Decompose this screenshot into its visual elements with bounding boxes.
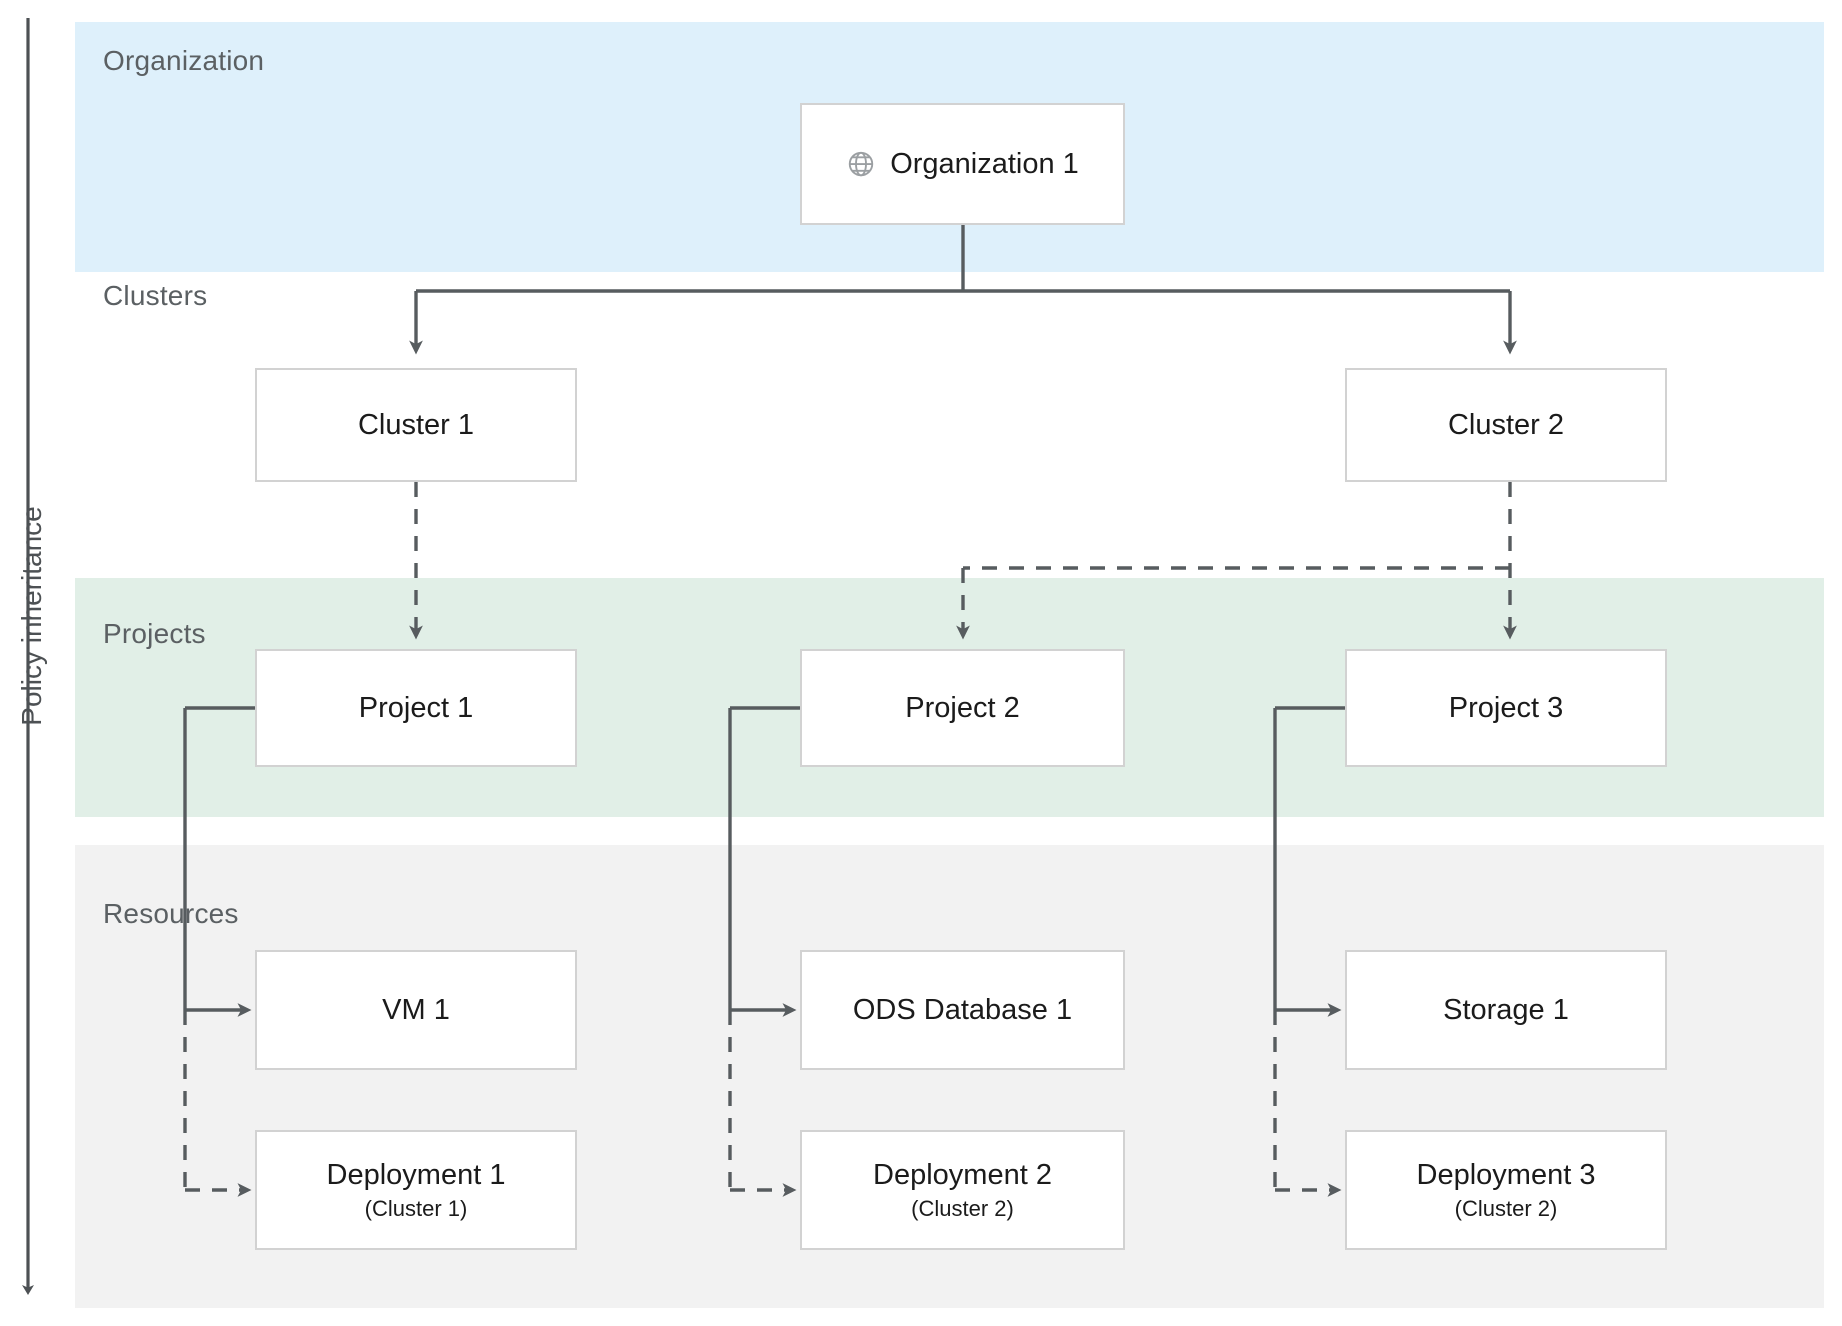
node-storage-1[interactable]: Storage 1 <box>1345 950 1667 1070</box>
node-project-3[interactable]: Project 3 <box>1345 649 1667 767</box>
node-label: Project 3 <box>1448 691 1564 724</box>
band-label-projects: Projects <box>103 618 206 649</box>
node-sublabel: (Cluster 2) <box>911 1195 1014 1221</box>
node-cluster-2[interactable]: Cluster 2 <box>1345 368 1667 482</box>
band-label-resources: Resources <box>103 898 239 929</box>
node-label: Deployment 1 <box>326 1159 506 1192</box>
node-ods-database-1[interactable]: ODS Database 1 <box>800 950 1125 1070</box>
node-label: Project 1 <box>358 691 474 724</box>
node-cluster-1[interactable]: Cluster 1 <box>255 368 577 482</box>
policy-inheritance-label: Policy inheritance <box>16 506 47 726</box>
node-label: ODS Database 1 <box>852 993 1073 1026</box>
node-project-2[interactable]: Project 2 <box>800 649 1125 767</box>
policy-inheritance-axis: Policy inheritance <box>0 0 75 1326</box>
node-label: Deployment 3 <box>1416 1159 1596 1192</box>
node-sublabel: (Cluster 1) <box>364 1195 468 1221</box>
band-label-organization: Organization <box>103 45 265 76</box>
node-label: Deployment 2 <box>873 1159 1052 1192</box>
node-label: Cluster 1 <box>357 408 475 441</box>
node-sublabel: (Cluster 2) <box>1454 1195 1558 1221</box>
node-label: Cluster 2 <box>1447 408 1565 441</box>
globe-icon <box>846 149 876 179</box>
band-label-clusters: Clusters <box>103 280 208 311</box>
node-label: Organization 1 <box>890 147 1079 180</box>
node-deployment-2[interactable]: Deployment 2 (Cluster 2) <box>800 1130 1125 1250</box>
node-organization-1[interactable]: Organization 1 <box>800 103 1125 225</box>
node-vm-1[interactable]: VM 1 <box>255 950 577 1070</box>
node-label: Storage 1 <box>1443 993 1569 1026</box>
node-deployment-1[interactable]: Deployment 1 (Cluster 1) <box>255 1130 577 1250</box>
node-label: Project 2 <box>905 691 1020 724</box>
node-project-1[interactable]: Project 1 <box>255 649 577 767</box>
node-deployment-3[interactable]: Deployment 3 (Cluster 2) <box>1345 1130 1667 1250</box>
node-label: VM 1 <box>382 993 450 1026</box>
